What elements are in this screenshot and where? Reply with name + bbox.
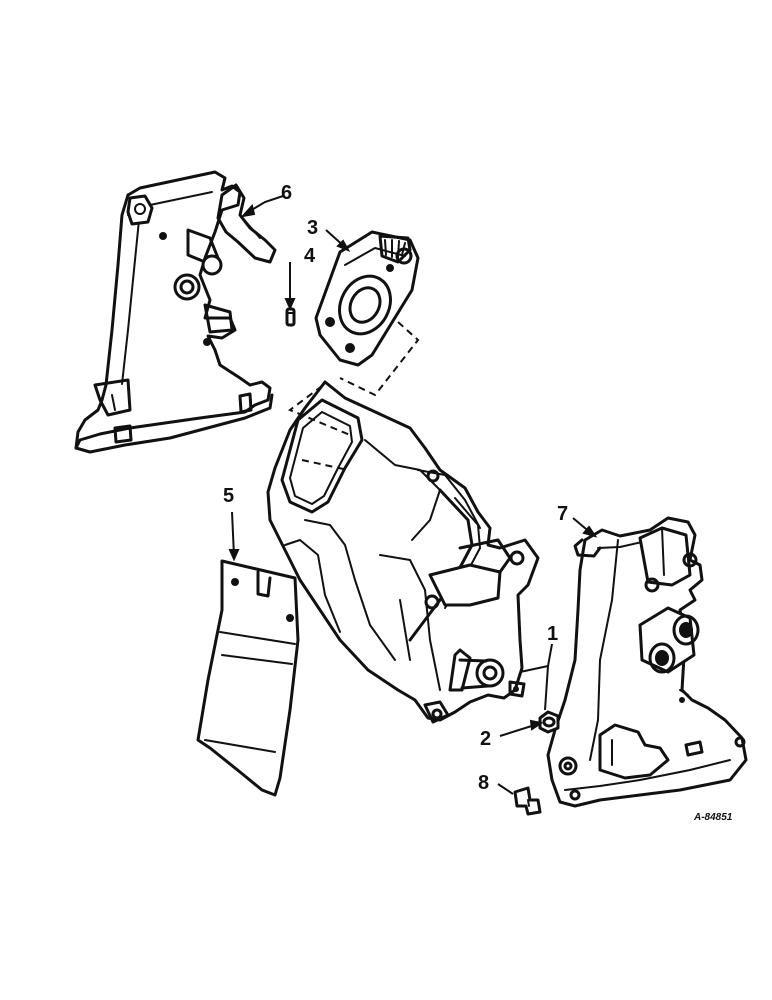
shield-part-5	[196, 559, 300, 797]
figure-code: A-84851	[693, 812, 733, 823]
callout-5: 5	[223, 485, 234, 507]
nut-part-2	[538, 710, 560, 734]
callout-3: 3	[307, 217, 318, 239]
callout-labels: 1 2 3 4 5 6 7 8	[223, 182, 568, 794]
callout-2: 2	[480, 728, 491, 750]
alignment-dashed-line	[288, 321, 420, 436]
callout-6: 6	[281, 182, 292, 204]
pin-part-4	[285, 307, 296, 327]
callout-4: 4	[304, 245, 316, 267]
cover-plate-part-3	[314, 230, 420, 367]
left-bracket-part-6	[74, 170, 277, 454]
right-bracket-part-7	[546, 516, 748, 808]
clip-part-8	[513, 786, 542, 816]
main-housing	[266, 380, 540, 724]
callout-1: 1	[547, 623, 558, 645]
leader-lines	[228, 195, 598, 795]
callout-8: 8	[478, 772, 489, 794]
callout-7: 7	[557, 503, 568, 525]
